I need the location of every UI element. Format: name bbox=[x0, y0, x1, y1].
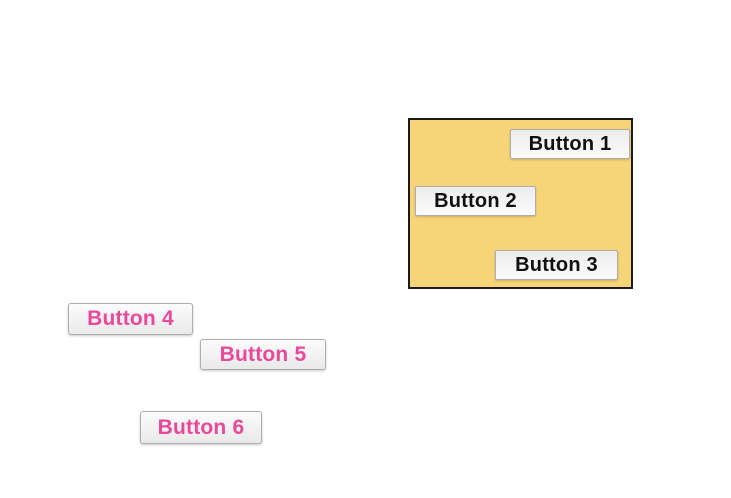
button-4[interactable]: Button 4 bbox=[68, 303, 193, 335]
button-2[interactable]: Button 2 bbox=[415, 186, 536, 216]
button-6[interactable]: Button 6 bbox=[140, 411, 262, 444]
button-3[interactable]: Button 3 bbox=[495, 250, 618, 280]
button-5[interactable]: Button 5 bbox=[200, 339, 326, 370]
button-1[interactable]: Button 1 bbox=[510, 129, 630, 159]
